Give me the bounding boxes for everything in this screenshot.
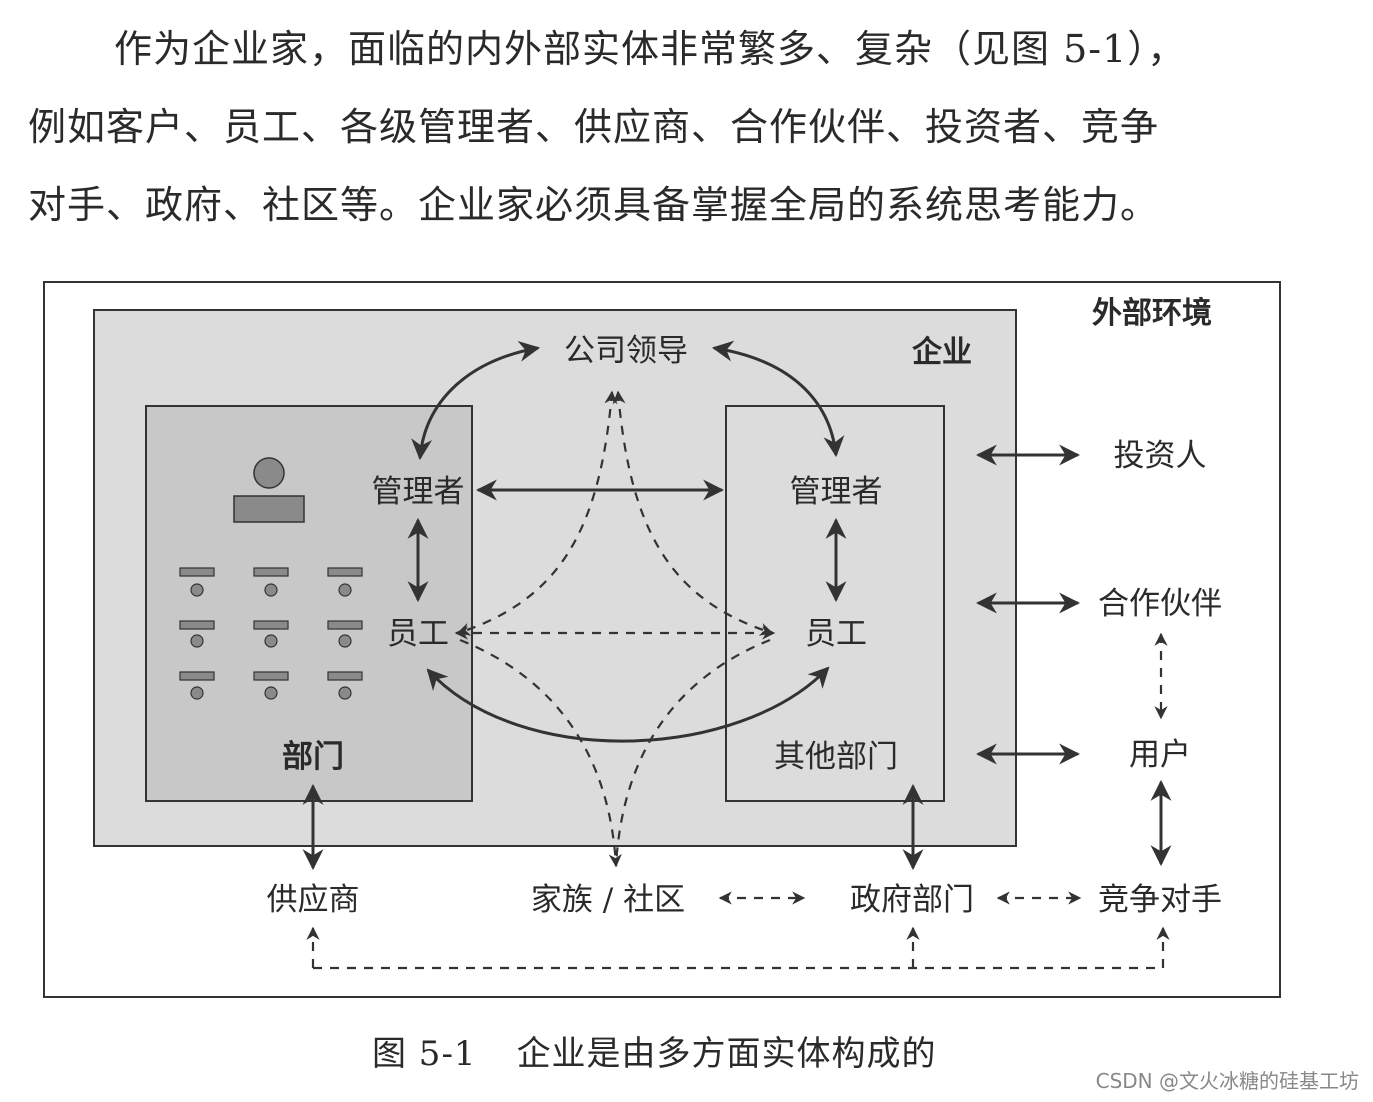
org-chart-icon [179,457,363,700]
dashed-right-employee-community [614,638,771,867]
watermark: CSDN @文火冰糖的硅基工坊 [1095,1069,1359,1093]
left-employee-node: 员工 [387,616,449,652]
left-manager-node: 管理者 [372,474,465,510]
figure-caption-text: 企业是由多方面实体构成的 [516,1034,937,1074]
dashed-leader-right-employee [612,390,774,636]
right-department-label: 其他部门 [774,739,898,775]
competitor-node: 竞争对手 [1098,882,1222,918]
arrow-leader-right-manager [711,340,845,458]
arrow-employees-curve [426,666,830,743]
government-node: 政府部门 [850,882,974,918]
paragraph-line-3: 对手、政府、社区等。企业家必须具备掌握全局的系统思考能力。 [28,183,1160,227]
dashed-left-employee-community [459,638,622,868]
external-environment-label: 外部环境 [1092,296,1212,331]
supplier-node: 供应商 [267,882,360,918]
enterprise-label: 企业 [912,335,972,370]
body-paragraph: 作为企业家，面临的内外部实体非常繁多、复杂（见图 5-1）， 例如客户、员工、各… [28,10,1318,244]
figure-number: 图 5-1 [372,1034,477,1074]
left-department-label: 部门 [282,739,344,775]
family-community-node: 家族 / 社区 [531,882,685,918]
arrow-leader-left-manager [411,340,541,461]
investor-node: 投资人 [1114,438,1207,474]
paragraph-line-1: 作为企业家，面临的内外部实体非常繁多、复杂（见图 5-1）， [114,27,1187,71]
dashed-relations [306,390,1170,970]
dashed-leader-left-employee [456,390,618,636]
figure-caption: 图 5-1 企业是由多方面实体构成的 [372,1026,937,1075]
paragraph-line-2: 例如客户、员工、各级管理者、供应商、合作伙伴、投资者、竞争 [28,105,1160,149]
user-node: 用户 [1129,737,1191,773]
right-employee-node: 员工 [805,616,867,652]
leader-node: 公司领导 [564,333,688,369]
partner-node: 合作伙伴 [1098,586,1222,622]
right-manager-node: 管理者 [790,474,883,510]
